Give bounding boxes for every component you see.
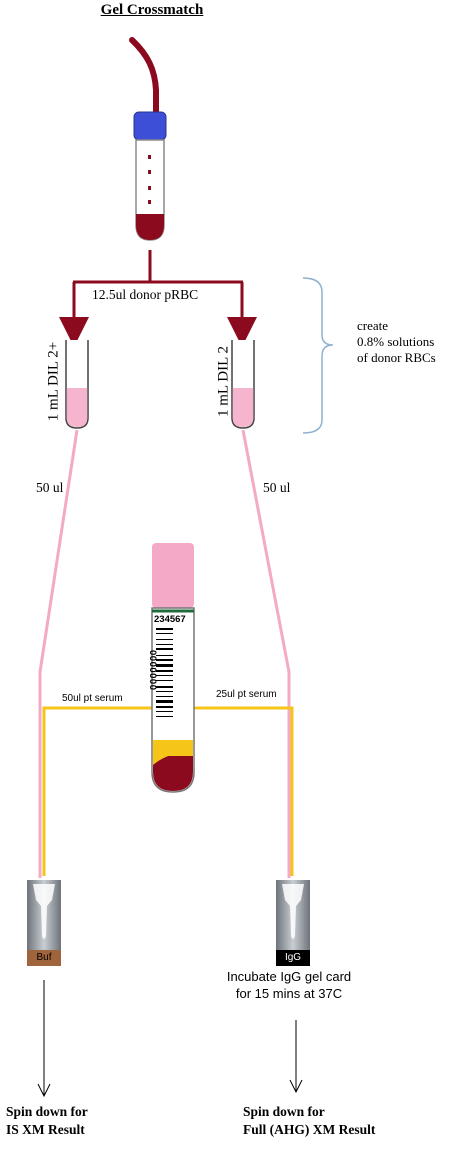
barcode-bar <box>156 706 173 708</box>
barcode-bar <box>156 700 173 703</box>
incubate-line1: Incubate IgG gel card <box>226 969 352 984</box>
gel-card-left <box>27 880 61 966</box>
brace-note-line2: 0.8% solutions <box>357 334 435 349</box>
gel-card-label-right: IgG <box>284 952 302 963</box>
gel-card-label-left: Buf <box>36 952 52 963</box>
donor-split-arrows <box>59 250 257 347</box>
diagram-title: Gel Crossmatch <box>100 2 204 18</box>
barcode-bar <box>156 644 173 645</box>
result-arrows <box>37 980 303 1098</box>
patient-tube <box>151 543 195 793</box>
dil-tube-left <box>65 340 89 429</box>
serum-label-left: 50ul pt serum <box>62 693 123 704</box>
result-right-line1: Spin down for <box>243 1104 325 1119</box>
barcode-bar <box>156 711 173 712</box>
barcode-bar <box>156 655 173 656</box>
brace-note-line1: create <box>357 318 389 333</box>
barcode-bar <box>156 691 173 692</box>
barcode-bar <box>156 716 173 717</box>
barcode-bar <box>156 675 173 676</box>
barcode-bar <box>156 659 173 661</box>
transfer-label-right: 50 ul <box>263 480 291 495</box>
barcode-bar <box>156 628 173 630</box>
result-right-line2: Full (AHG) XM Result <box>243 1122 376 1137</box>
barcode-bar <box>156 639 173 640</box>
barcode-bar <box>156 633 173 634</box>
barcode-bar <box>156 696 173 697</box>
tube-label-right: 1 mL DIL 2 <box>215 346 232 417</box>
result-left-line2: IS XM Result <box>6 1122 85 1137</box>
gel-card-right <box>276 880 310 966</box>
donor-volume-label: 12.5ul donor pRBC <box>92 287 199 302</box>
tube-label-left: 1 mL DIL 2+ <box>45 341 62 422</box>
donor-line <box>129 37 159 115</box>
incubate-line2: for 15 mins at 37C <box>235 986 343 1001</box>
result-left-line1: Spin down for <box>6 1104 88 1119</box>
serum-label-right: 25ul pt serum <box>216 689 277 700</box>
dil-tube-right <box>231 340 255 429</box>
patient-vertical-number: 0000000 <box>147 650 158 691</box>
barcode-bar <box>156 664 173 667</box>
pink-transfer-lines <box>38 429 291 878</box>
brace <box>302 277 334 434</box>
donor-segment-tube <box>133 111 167 241</box>
barcode-bar <box>156 648 173 650</box>
brace-note-line3: of donor RBCs <box>357 350 436 365</box>
barcode-bar <box>156 686 173 688</box>
barcode-bar <box>156 670 173 672</box>
barcode-bar <box>156 680 173 681</box>
transfer-label-left: 50 ul <box>36 480 64 495</box>
serum-lines <box>42 706 294 876</box>
patient-barcode-number: 234567 <box>154 614 186 625</box>
